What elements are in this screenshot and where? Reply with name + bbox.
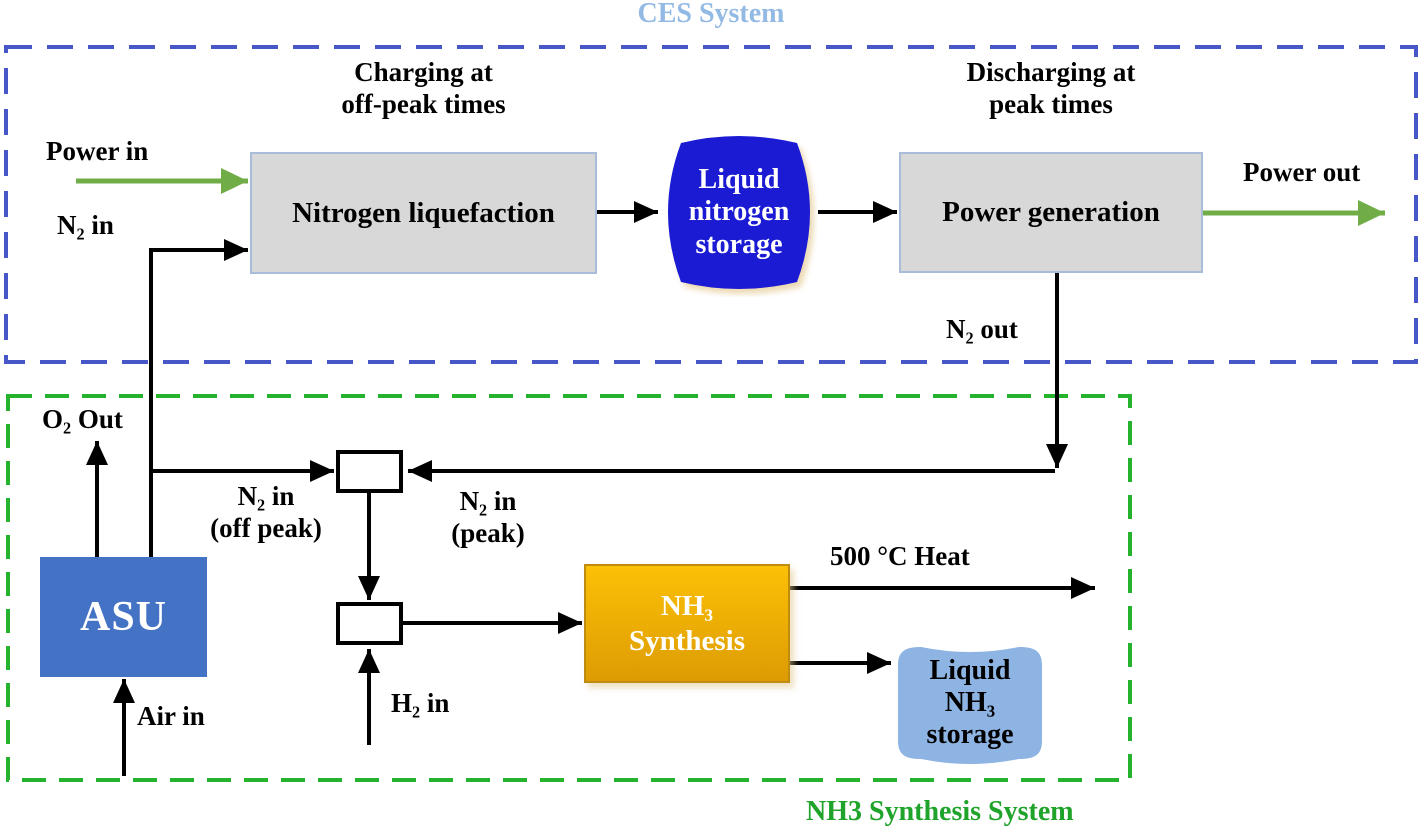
nh3-synthesis-label: NH₃ Synthesis (628, 590, 746, 657)
ces-system-boundary (4, 45, 1418, 364)
n2-out-label: N₂ out (946, 314, 1018, 344)
n2-in-off-peak-label: N₂ in (off peak) (210, 481, 322, 543)
asu-box: ASU (40, 557, 207, 677)
asu-label: ASU (79, 594, 168, 640)
nitrogen-liquefaction-box: Nitrogen liquefaction (250, 152, 597, 274)
liquid-n2-tank-label: Liquid nitrogen storage (688, 164, 790, 260)
ces-system-title: CES System (637, 0, 785, 29)
n2-in-riser-arrow (149, 239, 248, 557)
nitrogen-liquefaction-label: Nitrogen liquefaction (292, 196, 555, 229)
liquid-nh3-tank-shape (898, 647, 1042, 764)
n2-tank-body (668, 136, 810, 289)
liquid-nh3-tank: Liquid NH₃ storage (893, 641, 1047, 765)
power-out-label: Power out (1243, 157, 1361, 187)
liquid-n2-tank-shape (668, 136, 810, 289)
o2-out-label: O₂ Out (42, 404, 123, 434)
power-generation-label: Power generation (942, 196, 1160, 228)
n2-in-label: N₂ in (57, 210, 114, 240)
nh3-synthesis-box: NH₃ Synthesis (584, 564, 790, 683)
h2-in-label: H₂ in (391, 688, 450, 718)
liquid-n2-tank: Liquid nitrogen storage (660, 128, 818, 297)
power-generation-box: Power generation (899, 152, 1203, 273)
nh3-system-title: NH3 Synthesis System (806, 796, 1074, 827)
nh3-system-boundary (6, 394, 1132, 782)
air-in-label: Air in (137, 701, 205, 731)
liquid-nh3-tank-label: Liquid NH₃ storage (926, 654, 1014, 751)
power-in-label: Power in (46, 136, 149, 166)
discharging-note: Discharging at peak times (966, 57, 1136, 119)
nh3-tank-body (898, 647, 1042, 764)
heat-label: 500 °C Heat (830, 541, 970, 571)
h2-mixer-box (336, 602, 403, 645)
n2-in-peak-label: N₂ in (peak) (451, 486, 525, 548)
n2-mixer-box (336, 450, 403, 493)
charging-note: Charging at off-peak times (341, 57, 506, 119)
